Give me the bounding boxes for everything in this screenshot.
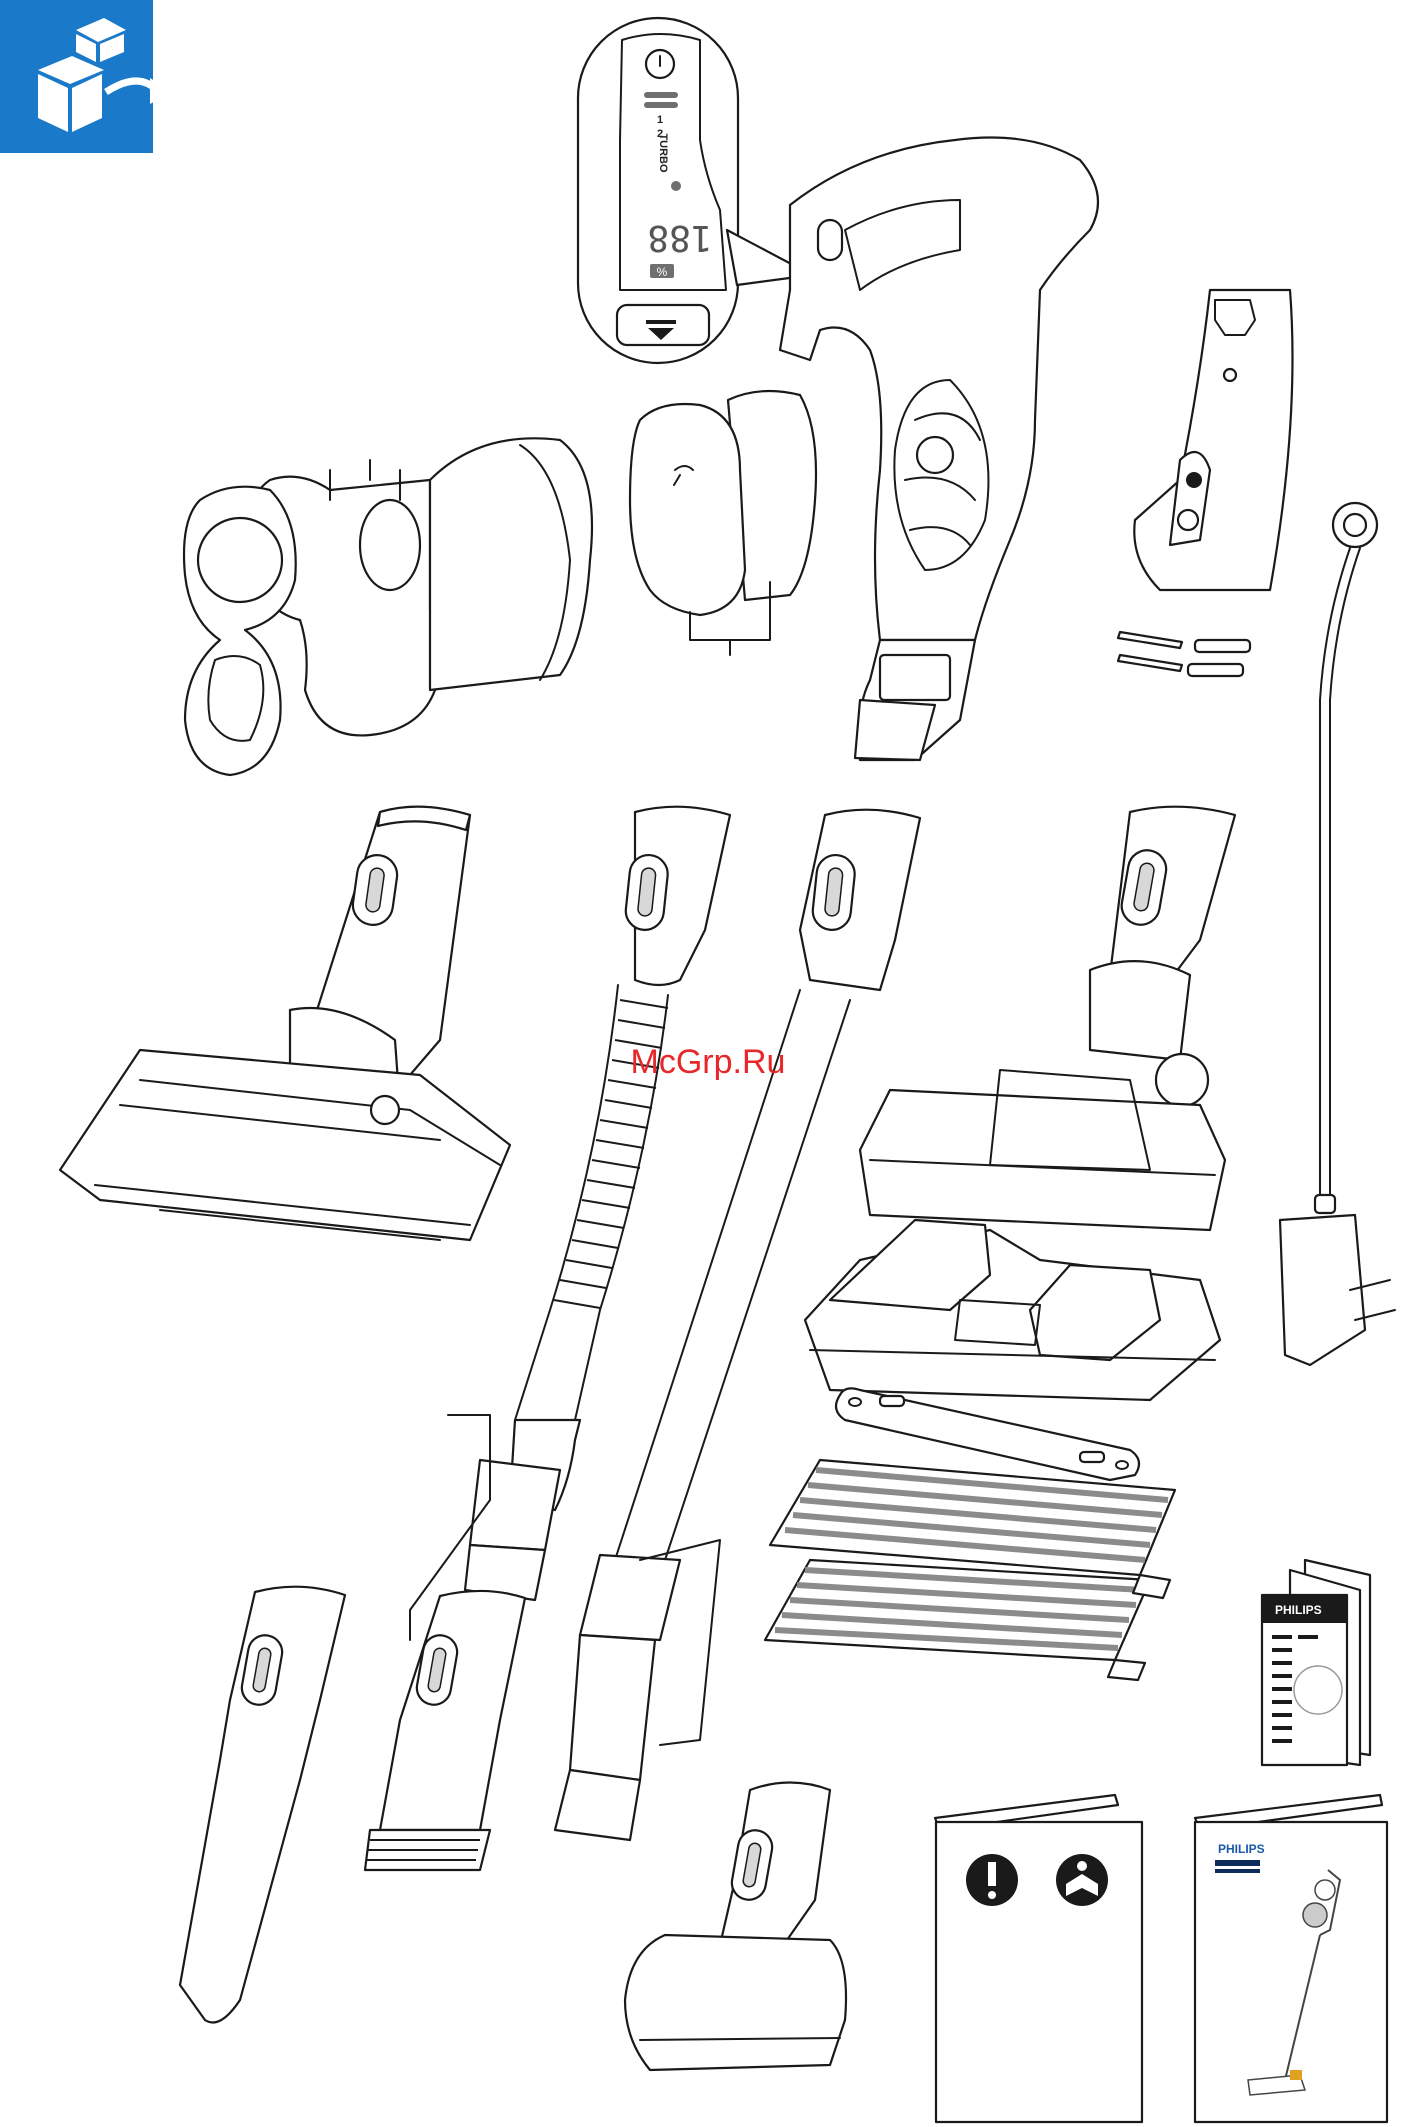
- wall-bracket: [1134, 290, 1292, 590]
- quick-guide-brand: PHILIPS: [1275, 1603, 1322, 1617]
- electric-floor-nozzle: [60, 807, 510, 1240]
- brush-tool: [365, 1591, 525, 1870]
- microfibre-pads: [765, 1460, 1175, 1680]
- crevice-tool: [180, 1587, 345, 2023]
- dust-container: [248, 438, 593, 735]
- quick-start-guide: PHILIPS: [1262, 1560, 1370, 1765]
- handle-display-callout: 1 2 TURBO 188 %: [578, 18, 812, 363]
- turbo-label: TURBO: [657, 133, 669, 173]
- cyclone-filter: [184, 487, 296, 775]
- mounting-screws: [1118, 632, 1250, 676]
- watermark-text: McGrp.Ru: [631, 1043, 786, 1081]
- floor-nozzle: [860, 807, 1235, 1230]
- handheld-main-unit: [780, 138, 1098, 761]
- charging-adapter: [1280, 503, 1395, 1365]
- user-manual: PHILIPS: [1195, 1795, 1387, 2122]
- speed-mark-1: 1: [657, 114, 663, 126]
- box-unpack-icon: [0, 0, 172, 153]
- lcd-digits: 188: [647, 217, 712, 258]
- mop-attachment: [805, 1220, 1220, 1400]
- mini-turbo-brush: [625, 1783, 846, 2071]
- battery-percent-symbol: %: [657, 265, 668, 279]
- manual-brand: PHILIPS: [1218, 1842, 1265, 1856]
- safety-leaflet: [935, 1795, 1142, 2122]
- battery-pack: [630, 391, 816, 655]
